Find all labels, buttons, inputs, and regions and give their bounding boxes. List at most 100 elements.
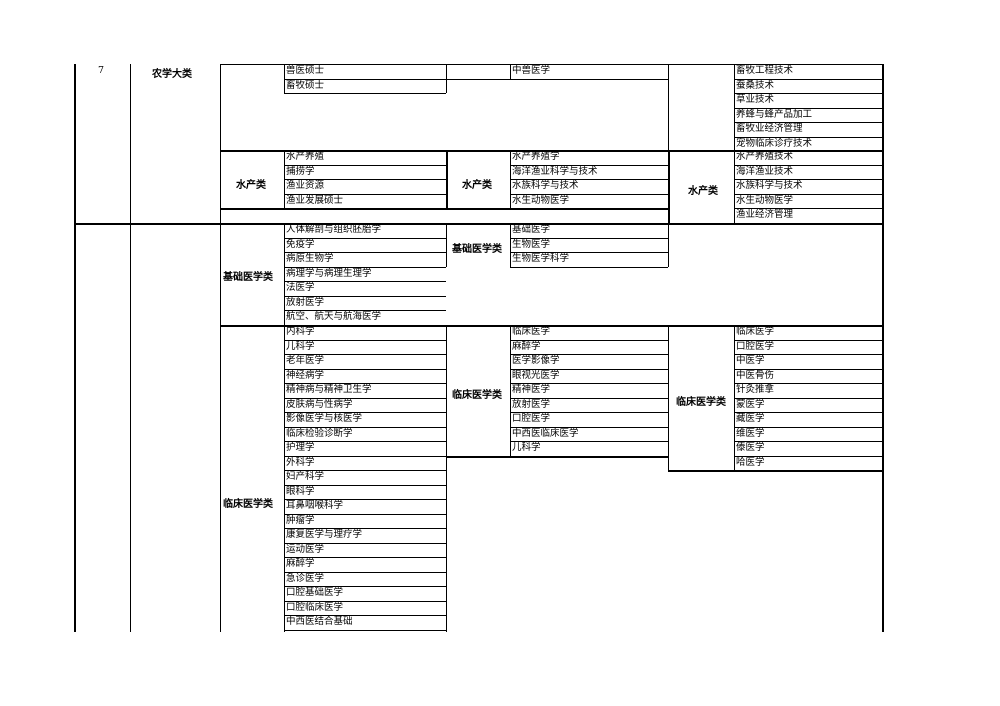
h-rule bbox=[284, 412, 446, 413]
list-item: 蚕桑技术 bbox=[736, 79, 775, 91]
list-item: 渔业经济管理 bbox=[736, 209, 794, 220]
h-rule bbox=[510, 165, 668, 166]
v-rule bbox=[734, 325, 735, 470]
v-rule bbox=[668, 64, 669, 150]
list-item: 傣医学 bbox=[736, 442, 765, 453]
list-item: 老年医学 bbox=[286, 355, 325, 366]
v-rule bbox=[446, 223, 447, 267]
h-rule bbox=[284, 165, 446, 166]
h-rule bbox=[734, 427, 882, 428]
list-item: 生物医学 bbox=[512, 238, 551, 250]
h-rule bbox=[734, 122, 882, 123]
h-rule bbox=[284, 528, 446, 529]
list-item: 藏医学 bbox=[736, 413, 765, 424]
list-item: 口腔临床医学 bbox=[286, 601, 344, 613]
subcat-clinical-d: 临床医学类 bbox=[452, 390, 502, 401]
h-rule bbox=[284, 441, 446, 442]
list-item: 口腔医学 bbox=[736, 340, 775, 352]
list-item: 精神病与精神卫生学 bbox=[286, 384, 372, 395]
h-rule bbox=[284, 557, 446, 558]
v-rule bbox=[734, 64, 735, 150]
h-rule bbox=[284, 179, 446, 180]
subcat-clinical-f: 临床医学类 bbox=[676, 397, 726, 408]
list-item: 康复医学与理疗学 bbox=[286, 529, 363, 540]
v-rule bbox=[446, 150, 448, 209]
subcat-clinical-b: 临床医学类 bbox=[223, 499, 273, 510]
h-rule bbox=[284, 470, 446, 471]
h-rule bbox=[220, 325, 882, 327]
list-item: 畜牧业经济管理 bbox=[736, 123, 803, 134]
h-rule bbox=[734, 108, 882, 109]
h-rule bbox=[734, 137, 882, 138]
h-rule bbox=[510, 427, 668, 428]
list-item: 病原生物学 bbox=[286, 253, 334, 264]
h-rule bbox=[510, 79, 668, 80]
list-item: 捕捞学 bbox=[286, 165, 315, 177]
subcat-basic-d: 基础医学类 bbox=[452, 244, 502, 255]
list-item: 哈医学 bbox=[736, 456, 765, 468]
h-rule bbox=[284, 340, 446, 341]
h-rule bbox=[510, 441, 668, 442]
list-item: 麻醉学 bbox=[512, 340, 541, 352]
h-rule bbox=[510, 238, 668, 239]
h-rule bbox=[284, 354, 446, 355]
list-item: 维医学 bbox=[736, 427, 765, 439]
h-rule bbox=[734, 456, 882, 457]
v-rule bbox=[734, 150, 735, 223]
list-item: 妇产科学 bbox=[286, 471, 325, 482]
subcat-aqua-f: 水产类 bbox=[688, 186, 718, 197]
h-rule bbox=[734, 398, 882, 399]
list-item: 水产养殖技术 bbox=[736, 151, 794, 162]
h-rule bbox=[284, 79, 446, 80]
h-rule bbox=[220, 64, 882, 65]
list-item: 中医骨伤 bbox=[736, 369, 775, 381]
list-item: 宠物临床诊疗技术 bbox=[736, 137, 813, 149]
category-agri: 农学大类 bbox=[152, 69, 192, 80]
list-item: 口腔医学 bbox=[512, 413, 551, 424]
list-item: 放射医学 bbox=[512, 398, 551, 410]
list-item: 临床检验诊断学 bbox=[286, 427, 353, 439]
h-rule bbox=[284, 485, 446, 486]
h-rule bbox=[734, 354, 882, 355]
list-item: 神经病学 bbox=[286, 369, 325, 381]
h-rule bbox=[446, 79, 510, 80]
h-rule bbox=[734, 412, 882, 413]
list-item: 皮肤病与性病学 bbox=[286, 398, 353, 410]
h-rule bbox=[510, 369, 668, 370]
h-rule bbox=[284, 543, 446, 544]
list-item: 眼视光医学 bbox=[512, 369, 560, 381]
list-item: 生物医学科学 bbox=[512, 253, 570, 264]
v-rule bbox=[446, 64, 447, 93]
list-item: 中兽医学 bbox=[512, 65, 551, 76]
h-rule bbox=[510, 340, 668, 341]
list-item: 人体解剖与组织胚胎学 bbox=[286, 224, 382, 235]
h-rule bbox=[446, 456, 668, 458]
h-rule bbox=[74, 223, 882, 225]
h-rule bbox=[284, 310, 446, 311]
h-rule bbox=[734, 194, 882, 195]
h-rule bbox=[220, 208, 668, 210]
subcat-basic-b: 基础医学类 bbox=[223, 272, 273, 283]
h-rule bbox=[284, 586, 446, 587]
list-item: 海洋渔业科学与技术 bbox=[512, 165, 598, 177]
h-rule bbox=[284, 572, 446, 573]
list-item: 养蜂与蜂产品加工 bbox=[736, 108, 813, 120]
list-item: 免疫学 bbox=[286, 238, 315, 250]
list-item: 蒙医学 bbox=[736, 398, 765, 410]
h-rule bbox=[284, 615, 446, 616]
h-rule bbox=[734, 369, 882, 370]
row-number: 7 bbox=[98, 65, 105, 76]
h-rule bbox=[220, 150, 882, 152]
h-rule bbox=[734, 179, 882, 180]
list-item: 法医学 bbox=[286, 282, 315, 293]
v-rule bbox=[668, 223, 669, 267]
h-rule bbox=[284, 383, 446, 384]
list-item: 水产养殖 bbox=[286, 151, 325, 162]
list-item: 水族科学与技术 bbox=[736, 180, 803, 191]
v-rule bbox=[668, 325, 669, 470]
list-item: 影像医学与核医学 bbox=[286, 413, 363, 424]
list-item: 针灸推拿 bbox=[736, 384, 775, 395]
v-rule bbox=[510, 223, 511, 267]
h-rule bbox=[284, 281, 446, 282]
list-item: 眼科学 bbox=[286, 485, 315, 497]
